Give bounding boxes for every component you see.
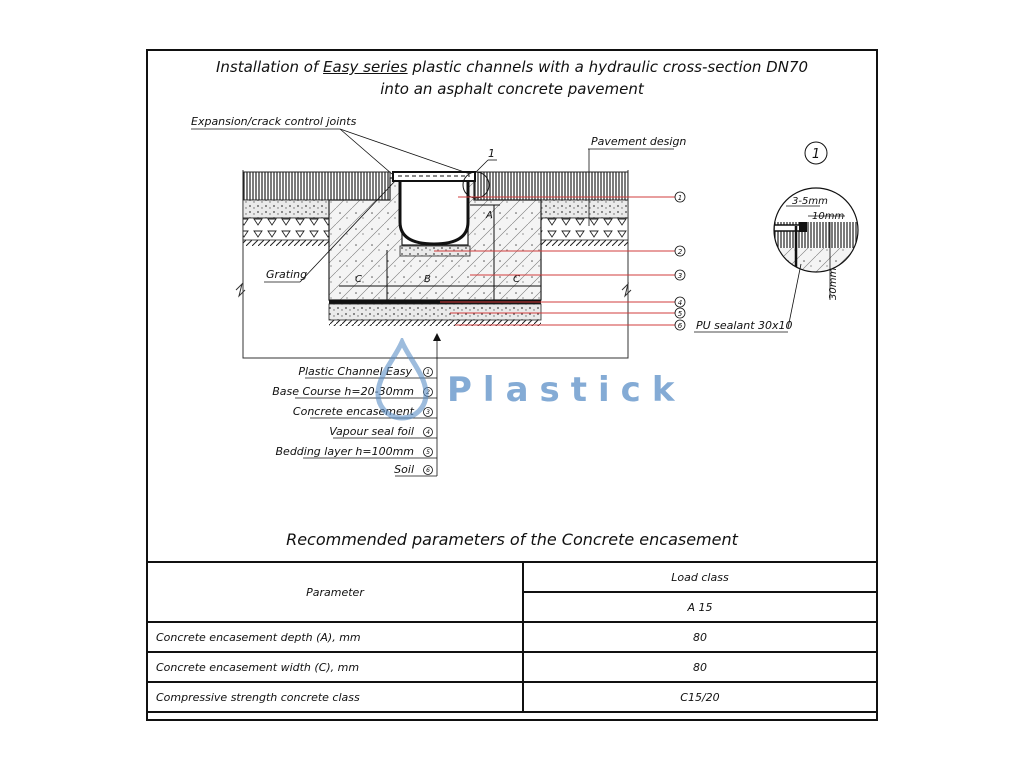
asphalt-left <box>242 171 391 201</box>
legend-num-4: 4 <box>426 429 430 436</box>
watermark-text: Plastick <box>447 370 686 410</box>
detail-dimensions <box>786 205 845 300</box>
depth-label: 30mm <box>828 268 839 300</box>
break-mark-right <box>621 282 632 298</box>
subbase-right <box>540 217 629 241</box>
param-value: C15/20 <box>522 681 878 713</box>
table-row: Concrete encasement depth (A), mm 80 <box>146 621 878 653</box>
marker-3: 3 <box>678 272 682 280</box>
detail-view-circle <box>773 187 859 273</box>
grating-label: Grating <box>266 268 307 281</box>
vapour-seal-foil <box>329 300 541 304</box>
param-header: Parameter <box>146 561 524 623</box>
sealant-label: PU sealant 30x10 <box>696 319 793 332</box>
dimension-lines <box>339 204 541 300</box>
marker-4: 4 <box>678 299 682 307</box>
load-class-value: A 15 <box>522 591 878 623</box>
expansion-joints-label: Expansion/crack control joints <box>191 115 357 128</box>
param-value: 80 <box>522 651 878 683</box>
marker-2: 2 <box>678 248 683 256</box>
marker-leaders <box>434 196 676 326</box>
excavation-outline <box>242 170 629 359</box>
legend-label-4: Vapour seal foil <box>329 425 414 438</box>
detail-view <box>774 222 858 272</box>
dim-c2-label: C <box>513 274 520 285</box>
bedding-layer <box>328 303 542 321</box>
soil-hatch <box>329 320 541 326</box>
legend-num-6: 6 <box>426 467 430 474</box>
marker-6: 6 <box>678 322 683 330</box>
drawing-title-line2: into an asphalt concrete pavement <box>380 80 644 98</box>
marker-1: 1 <box>678 194 682 202</box>
series-name: Easy series <box>323 58 408 76</box>
parameters-table: Parameter Load class A 15 Concrete encas… <box>146 561 878 713</box>
detail-ref-label: 1 <box>488 147 495 160</box>
dim-a-label: A <box>485 210 493 221</box>
dim-c-label: C <box>355 274 362 285</box>
dim-b-label: B <box>424 274 431 285</box>
detail-view-marker <box>804 141 828 165</box>
legend-label-6: Soil <box>394 463 414 476</box>
break-mark-left <box>235 282 246 298</box>
marker-circles <box>674 191 686 331</box>
soil-hatch-left <box>243 240 329 246</box>
param-name: Concrete encasement width (C), mm <box>146 651 524 683</box>
param-name: Compressive strength concrete class <box>146 681 524 713</box>
load-class-header: Load class <box>522 561 878 593</box>
legend-num-1: 1 <box>426 369 430 376</box>
legend-num-5: 5 <box>426 449 430 456</box>
drawing-title-line1: Installation of Easy series plastic chan… <box>215 58 809 76</box>
base-layer-left <box>242 199 330 219</box>
table-row: Compressive strength concrete class C15/… <box>146 681 878 713</box>
legend-arrow <box>433 333 441 341</box>
gap-label: 3-5mm <box>792 196 828 207</box>
param-value: 80 <box>522 621 878 653</box>
watermark-drop-icon <box>375 338 429 421</box>
asphalt-right <box>473 171 629 201</box>
table-row: Concrete encasement width (C), mm 80 <box>146 651 878 683</box>
legend-label-5: Bedding layer h=100mm <box>276 445 415 458</box>
width-label: 10mm <box>812 211 844 222</box>
base-layer-right <box>540 199 629 219</box>
sealant-leader <box>787 263 802 329</box>
subbase-left <box>242 217 330 241</box>
pavement-design-label: Pavement design <box>591 135 686 148</box>
legend-underlines <box>295 377 437 477</box>
pavement-design-leader <box>588 148 674 226</box>
detail-view-number: 1 <box>812 147 820 162</box>
table-caption: Recommended parameters of the Concrete e… <box>286 530 738 549</box>
soil-hatch-right <box>541 240 628 246</box>
expansion-joints-leaders <box>191 128 471 175</box>
plastic-channel <box>398 180 470 246</box>
marker-5: 5 <box>678 310 683 318</box>
param-name: Concrete encasement depth (A), mm <box>146 621 524 653</box>
legend-num-3: 3 <box>426 409 430 416</box>
